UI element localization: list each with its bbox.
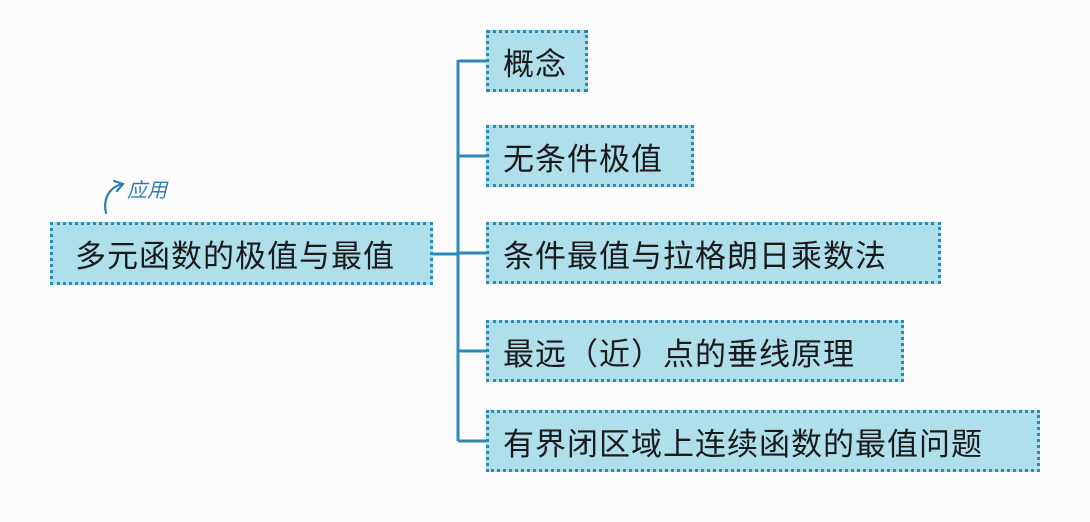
child-node-concept: 概念 [486, 30, 588, 92]
annotation-label: 应用 [127, 178, 167, 202]
annotation-arrow [104, 179, 125, 215]
child-node-lagrange-multiplier: 条件最值与拉格朗日乘数法 [486, 222, 941, 284]
child-node-label: 无条件极值 [503, 141, 663, 178]
child-node-unconstrained-extremum: 无条件极值 [486, 125, 694, 187]
root-node-label: 多元函数的极值与最值 [75, 239, 395, 275]
root-node: 多元函数的极值与最值 [50, 222, 433, 285]
child-node-label: 条件最值与拉格朗日乘数法 [503, 238, 887, 275]
child-node-perpendicular-principle: 最远（近）点的垂线原理 [486, 320, 904, 382]
child-node-label: 有界闭区域上连续函数的最值问题 [503, 426, 983, 463]
child-node-label: 最远（近）点的垂线原理 [503, 336, 855, 373]
child-node-label: 概念 [503, 46, 567, 83]
child-node-closed-region-extremum: 有界闭区域上连续函数的最值问题 [486, 410, 1040, 472]
